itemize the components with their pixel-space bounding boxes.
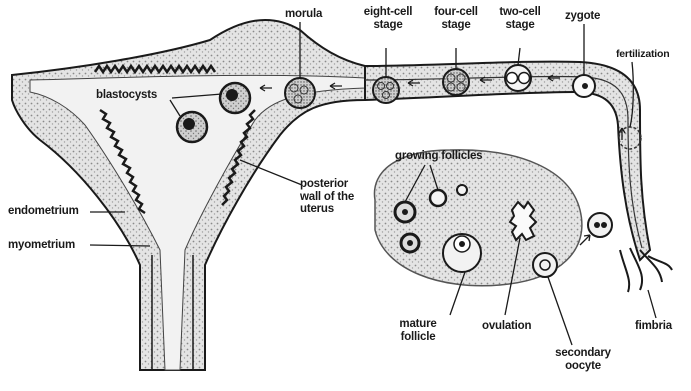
growing-follicle-2 (430, 190, 446, 206)
label-fimbria: fimbria (635, 320, 672, 333)
growing-follicle-1 (395, 202, 415, 222)
label-growing-follicles: growing follicles (395, 150, 482, 163)
label-blastocysts: blastocysts (96, 89, 157, 102)
two-cell-embryo (505, 65, 531, 91)
blastocyst-upper (220, 83, 250, 113)
label-zygote: zygote (565, 10, 600, 23)
mature-follicle-shape (443, 234, 481, 272)
corpus-rupture (510, 202, 536, 240)
label-eight-cell-stage: eight-cell stage (360, 6, 416, 31)
zygote-cell (573, 75, 595, 97)
growing-follicle-4 (401, 234, 419, 252)
blastocyst-lower (177, 112, 207, 142)
secondary-oocyte-shape (533, 253, 557, 277)
growing-follicle-3 (457, 185, 467, 195)
label-four-cell-stage: four-cell stage (429, 6, 483, 31)
label-endometrium: endometrium (8, 205, 79, 218)
released-oocyte (588, 213, 612, 237)
four-cell-embryo (443, 69, 469, 95)
label-two-cell-stage: two-cell stage (494, 6, 546, 31)
eight-cell-embryo (373, 77, 399, 103)
label-secondary-oocyte: secondary oocyte (548, 347, 618, 372)
morula-cell (285, 78, 315, 108)
label-ovulation: ovulation (482, 320, 531, 333)
label-posterior-wall: posterior wall of the uterus (300, 178, 354, 216)
label-mature-follicle: mature follicle (390, 318, 446, 343)
label-fertilization: fertilization (616, 48, 669, 61)
label-morula: morula (285, 8, 322, 21)
label-myometrium: myometrium (8, 239, 75, 252)
